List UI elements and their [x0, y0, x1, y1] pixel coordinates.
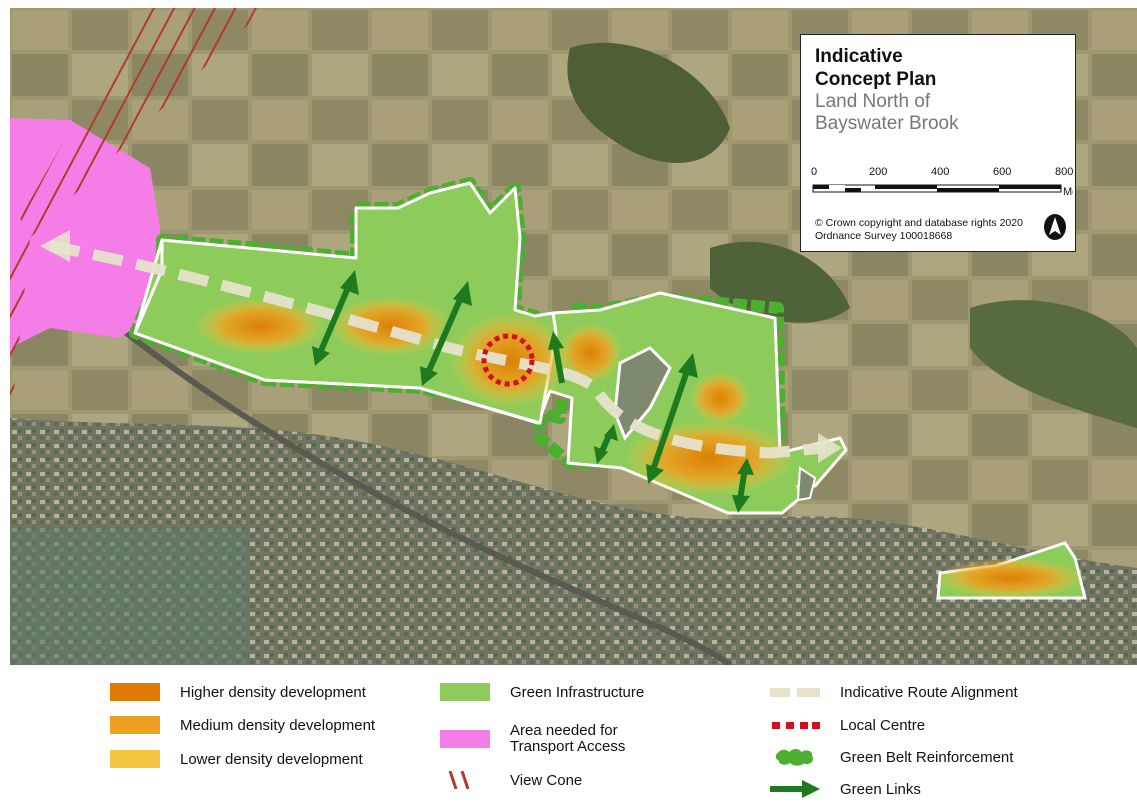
map-subtitle-line2: Bayswater Brook: [815, 113, 959, 134]
legend-view-cone: View Cone: [440, 771, 582, 789]
legend-label: View Cone: [510, 771, 583, 789]
woodland: [567, 42, 730, 163]
green-infrastructure-swatch: [440, 683, 490, 701]
legend-label: Green Infrastructure: [510, 683, 645, 701]
scale-bar: 0 200 400 600 800 Metres: [811, 166, 1073, 198]
legend-label: Green Links: [840, 780, 921, 798]
scale-tick-label: 600: [993, 166, 1011, 178]
legend-label: Lower density development: [180, 750, 363, 768]
scale-tick-label: 800: [1055, 166, 1073, 178]
scale-unit: Metres: [1063, 186, 1073, 198]
local-centre-dash-icon: [772, 722, 820, 729]
scale-tick-label: 0: [811, 166, 817, 178]
map-subtitle-line1: Land North of: [815, 91, 931, 112]
legend-green-links: Green Links: [770, 780, 921, 798]
urban-area: [10, 418, 1137, 665]
legend-label: Indicative Route Alignment: [840, 683, 1018, 701]
development-zone: [195, 298, 325, 354]
legend-label: Medium density development: [180, 716, 376, 734]
legend-label: Area needed for: [510, 722, 618, 739]
route-dash-icon: [770, 688, 820, 697]
map-title-line2: Concept Plan: [815, 69, 937, 90]
local-centre: [481, 333, 535, 387]
green-belt-blob-icon: [775, 749, 814, 766]
legend-green-belt: Green Belt Reinforcement: [770, 748, 1013, 766]
lower-density-swatch: [110, 750, 160, 768]
transport-access-swatch: [440, 730, 490, 748]
green-link-arrow-icon: [770, 780, 820, 798]
legend-lower-density: Lower density development: [110, 750, 363, 768]
north-arrow-icon: [1044, 214, 1066, 240]
legend-label: Higher density development: [180, 683, 366, 701]
legend-higher-density: Higher density development: [110, 683, 366, 701]
map-legend: Higher density development Medium densit…: [0, 670, 1137, 805]
legend-transport-access: Area needed for Transport Access: [440, 723, 625, 755]
legend-local-centre: Local Centre: [770, 716, 925, 734]
copyright-line1: © Crown copyright and database rights 20…: [815, 217, 1023, 229]
legend-label: Transport Access: [510, 738, 626, 755]
scale-tick-label: 400: [931, 166, 949, 178]
legend-route-alignment: Indicative Route Alignment: [770, 683, 1018, 701]
legend-medium-density: Medium density development: [110, 716, 375, 734]
copyright-line2: Ordnance Survey 100018668: [815, 230, 953, 242]
legend-label: Green Belt Reinforcement: [840, 748, 1014, 766]
view-cone: [20, 8, 265, 238]
railway-line: [118, 325, 732, 665]
legend-green-infrastructure: Green Infrastructure: [440, 683, 644, 701]
map-area[interactable]: Indicative Concept Plan Land North of Ba…: [10, 8, 1137, 665]
map-title-line1: Indicative: [815, 46, 903, 67]
scale-tick-label: 200: [869, 166, 887, 178]
green-links: [312, 270, 754, 513]
higher-density-swatch: [110, 683, 160, 701]
legend-label: Local Centre: [840, 716, 926, 734]
view-cone-icon: [448, 771, 470, 789]
map-title-box: Indicative Concept Plan Land North of Ba…: [800, 34, 1076, 252]
medium-density-swatch: [110, 716, 160, 734]
route-alignment: [49, 240, 826, 459]
